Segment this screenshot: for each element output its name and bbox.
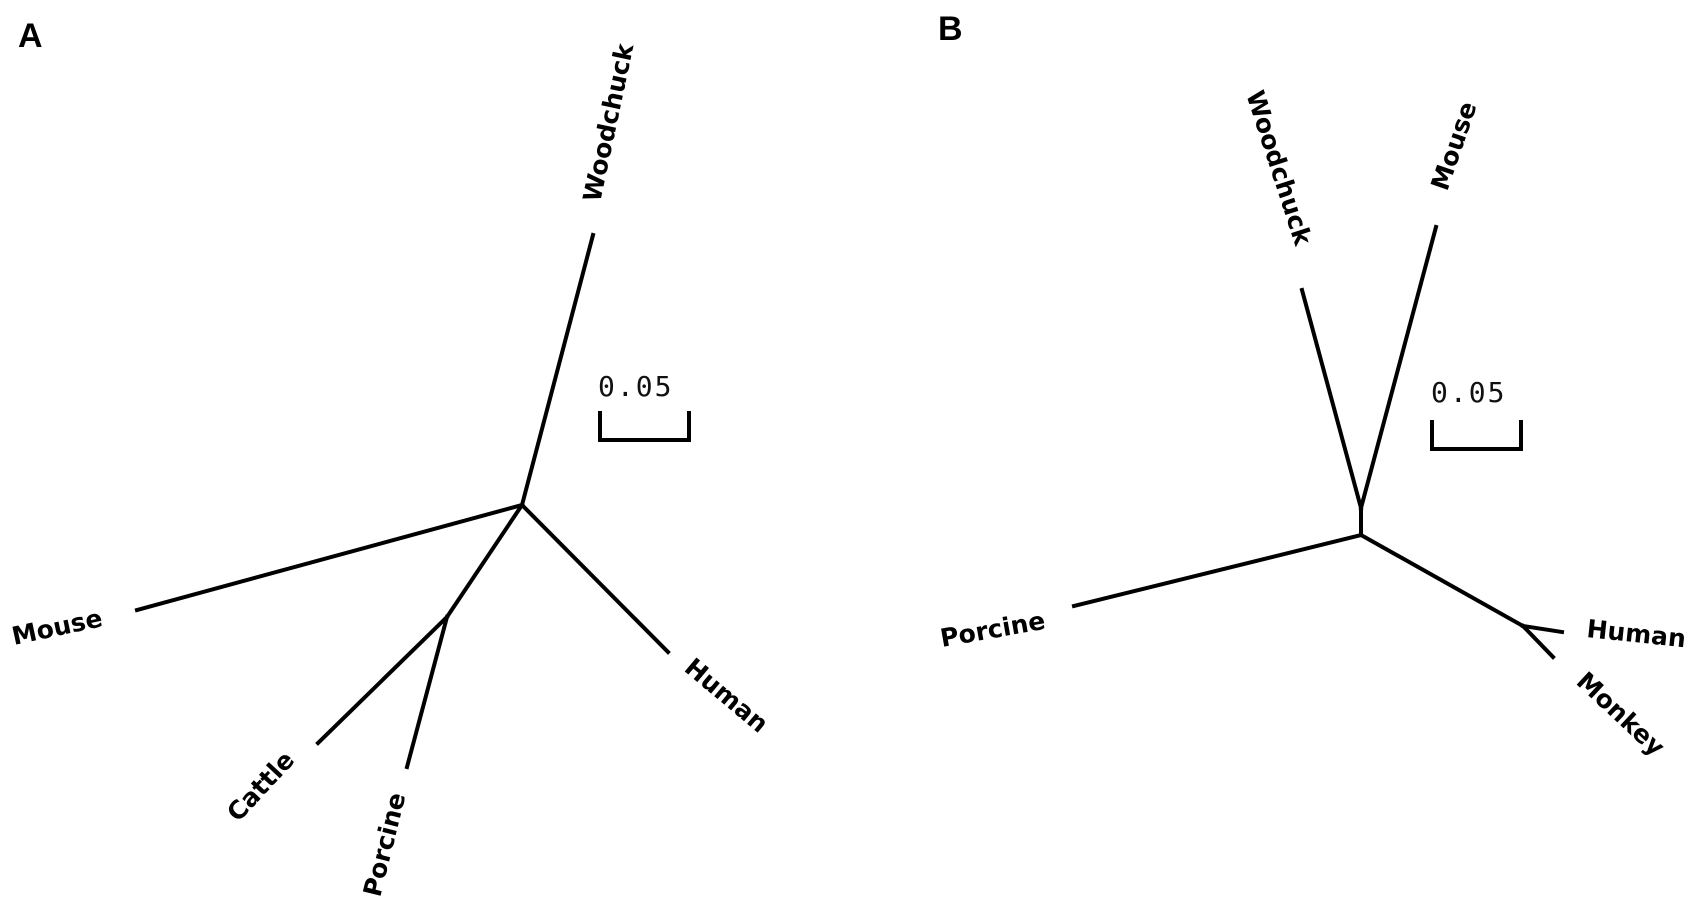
panel-b: B 0.05 Woodchuck Mouse Porcine Human Mon… [938,10,1687,762]
panel-b-letter: B [938,10,963,48]
panel-b-tree [1071,224,1565,660]
panel-a-scale-bar [598,411,691,442]
panel-a-branch-mouse [134,502,525,613]
panel-a-scale: 0.05 [598,370,691,442]
panel-a-letter: A [18,17,43,55]
panel-b-label-monkey: Monkey [1571,666,1671,762]
panel-a-branch-woodchuck [519,232,596,508]
panel-a-label-porcine: Porcine [358,790,412,900]
panel-a-branch-human [519,502,671,655]
panel-a: A 0.05 Woodchuck Mouse Human Cattle Porc… [9,17,774,899]
panel-b-branch-woodchuck [1299,287,1364,511]
panel-b-scale: 0.05 [1430,376,1523,451]
panel-b-branch-internal [1358,532,1526,629]
panel-b-branch-mouse [1358,224,1439,511]
panel-b-scale-label: 0.05 [1431,376,1506,409]
panel-a-scale-label: 0.05 [598,370,673,403]
panel-b-label-woodchuck: Woodchuck [1240,87,1318,250]
panel-a-branch-cattle [315,614,450,746]
panel-a-tree [134,232,671,770]
panel-b-branch-porcine [1071,532,1364,609]
panel-b-scale-bar [1430,420,1523,451]
panel-b-branch-monkey [1520,623,1556,660]
panel-b-label-porcine: Porcine [938,606,1047,653]
panel-b-label-mouse: Mouse [1425,98,1482,194]
panel-a-label-woodchuck: Woodchuck [578,40,640,205]
panel-a-label-mouse: Mouse [9,603,105,650]
panel-a-branch-internal [444,502,525,620]
panel-a-label-human: Human [679,652,774,738]
panel-a-branch-porcine [404,614,450,770]
panel-a-label-cattle: Cattle [221,745,300,827]
panel-b-branch-human [1520,623,1565,635]
panel-b-label-human: Human [1585,614,1687,653]
